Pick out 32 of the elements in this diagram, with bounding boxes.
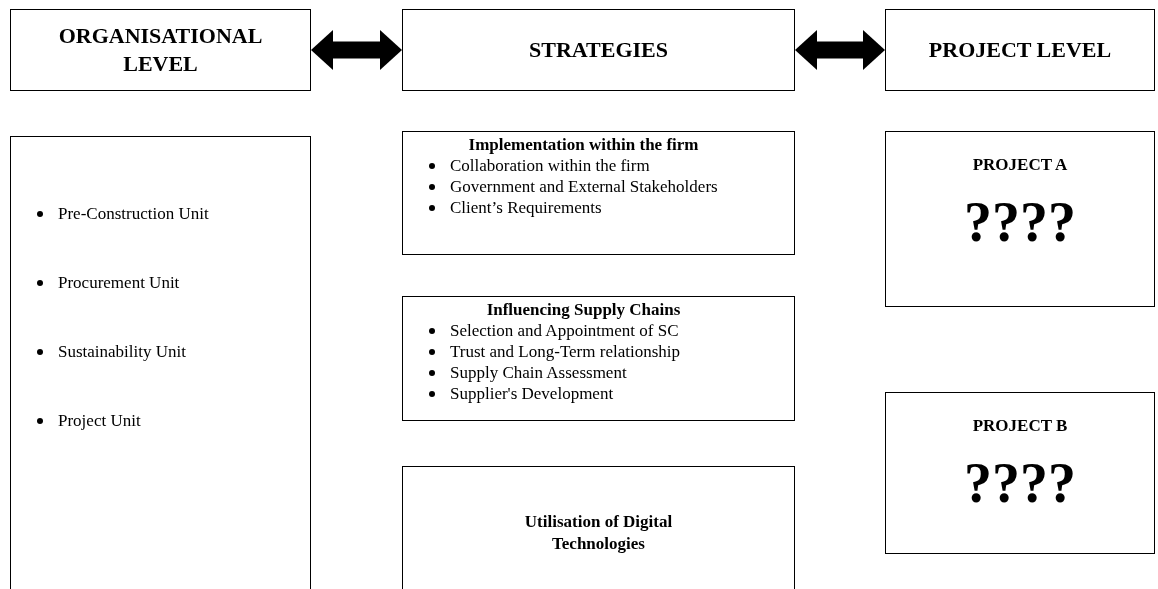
bullet-text: Selection and Appointment of SC — [450, 321, 679, 340]
double-arrow — [795, 30, 885, 70]
bullet-text: Client’s Requirements — [450, 198, 602, 217]
bullet-text: Supply Chain Assessment — [450, 363, 627, 382]
text-box — [10, 9, 311, 91]
strategy-heading: Implementation within the firm — [467, 134, 700, 155]
level-heading: STRATEGIES — [529, 36, 668, 64]
level-heading: PROJECT LEVEL — [928, 36, 1112, 64]
bullet-text: Project Unit — [58, 411, 141, 430]
bullet-text: Procurement Unit — [58, 273, 180, 292]
text-box — [402, 131, 795, 255]
bullet-text: Government and External Stakeholders — [450, 177, 718, 196]
text-box — [402, 466, 795, 589]
text-box — [885, 392, 1155, 554]
double-arrow — [311, 30, 402, 70]
bullet-text: Sustainability Unit — [58, 342, 186, 361]
text-box — [885, 9, 1155, 91]
text-box — [402, 296, 795, 421]
bullet-text: Collaboration within the firm — [450, 156, 650, 175]
project-heading: PROJECT A — [972, 154, 1068, 176]
question-marks: ???? — [964, 452, 1076, 513]
text-box — [402, 9, 795, 91]
level-heading: ORGANISATIONAL LEVEL — [57, 22, 264, 78]
strategy-heading: Influencing Supply Chains — [485, 299, 682, 320]
bullet-text: Supplier's Development — [450, 384, 614, 403]
bullet-text: Pre-Construction Unit — [58, 204, 209, 223]
project-heading: PROJECT B — [972, 415, 1068, 437]
text-box — [10, 136, 311, 589]
text-box — [885, 131, 1155, 307]
question-marks: ???? — [964, 191, 1076, 252]
bullet-text: Trust and Long-Term relationship — [450, 342, 680, 361]
strategy-heading: Utilisation of Digital Technologies — [523, 511, 674, 555]
